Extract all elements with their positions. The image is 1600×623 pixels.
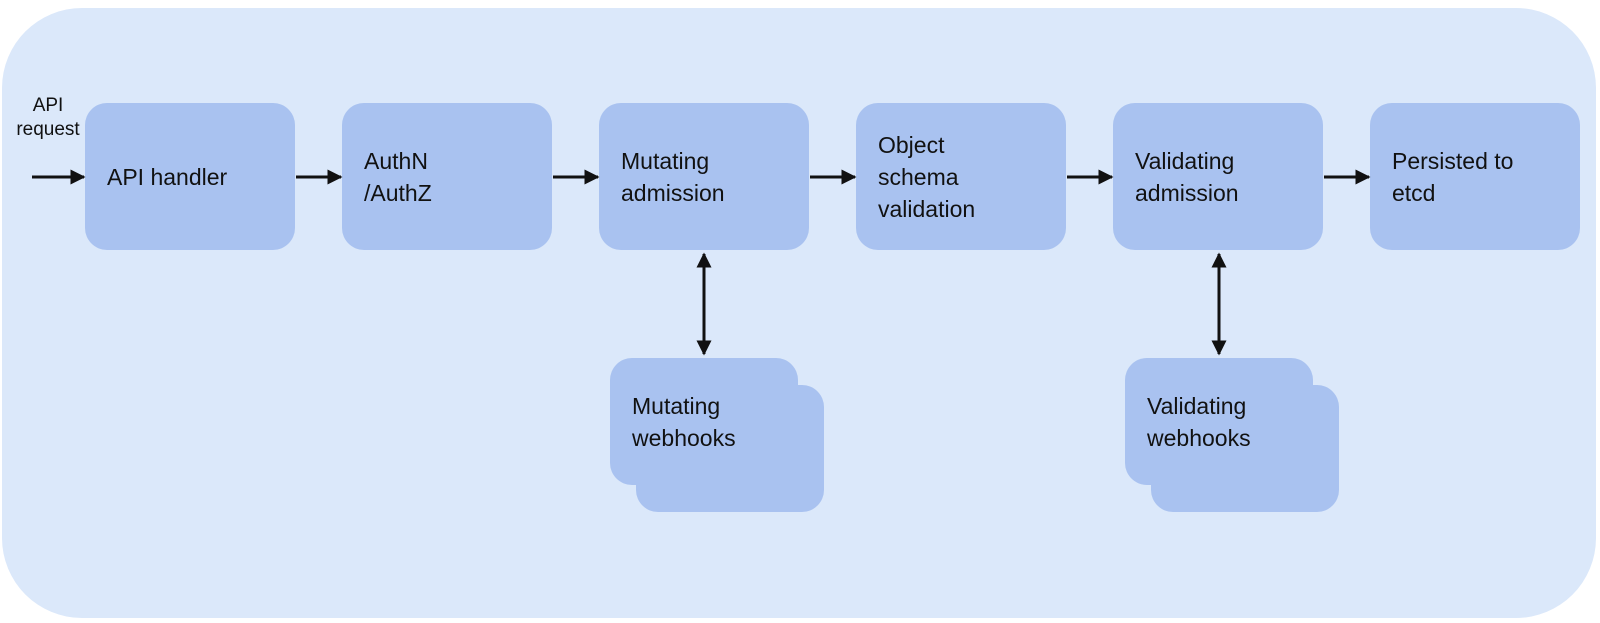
stage-authn-authz-label: AuthN /AuthZ xyxy=(364,147,432,206)
stage-persisted-to-etcd-label: Persisted to etcd xyxy=(1392,147,1514,206)
stage-authn-authz: AuthN /AuthZ xyxy=(342,103,552,250)
stage-persisted-to-etcd: Persisted to etcd xyxy=(1370,103,1580,250)
stage-object-schema-validation-label: Object schema validation xyxy=(878,131,976,222)
stage-object-schema-validation: Object schema validation xyxy=(856,103,1066,250)
mutating-webhooks-box: Mutating webhooks xyxy=(610,358,798,485)
stage-mutating-admission: Mutating admission xyxy=(599,103,809,250)
stage-validating-admission-label: Validating admission xyxy=(1135,147,1239,206)
api-request-label: API request xyxy=(16,95,80,140)
stage-mutating-admission-label: Mutating admission xyxy=(621,147,725,206)
mutating-webhooks-label: Mutating webhooks xyxy=(632,392,736,451)
validating-webhooks-label: Validating webhooks xyxy=(1147,392,1251,451)
stage-api-handler: API handler xyxy=(85,103,295,250)
validating-webhooks-box: Validating webhooks xyxy=(1125,358,1313,485)
stage-validating-admission: Validating admission xyxy=(1113,103,1323,250)
stage-api-handler-label: API handler xyxy=(107,163,228,190)
